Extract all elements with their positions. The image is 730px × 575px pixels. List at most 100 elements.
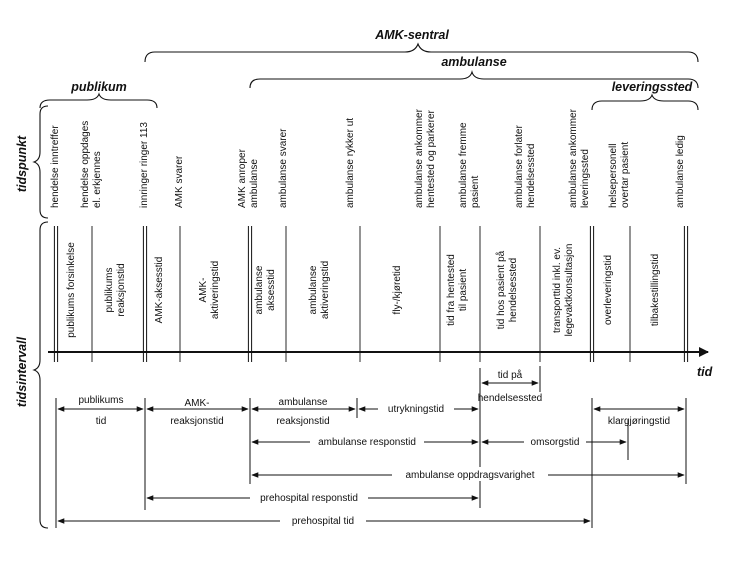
amk-reaksjonstid-label-line: AMK-: [185, 398, 210, 409]
ambulanse-reaksjonstid-label: reaksjonstid: [276, 416, 329, 427]
time-point-label-line: hendelse oppdages: [80, 121, 91, 208]
time-point-label-line: leveringssted: [580, 149, 591, 208]
interval-label-line: overleveringstid: [603, 255, 614, 325]
label-bg: [280, 513, 366, 527]
utrykningstid-label-line: utrykningstid: [388, 404, 444, 415]
prehospital-tid-label: prehospital tid: [292, 516, 354, 527]
ambulanse-reaksjonstid-label-line: ambulanse: [279, 397, 328, 408]
time-point-label-line: ambulanse: [249, 159, 260, 208]
interval-label: ambulanseaksesstid: [254, 265, 277, 314]
interval-label: transporttid inkl. ev.legevaktkonsultasj…: [552, 244, 575, 337]
interval-label-line: reaksjonstid: [116, 263, 127, 316]
time-point-label-line: ambulanse ankommer: [414, 108, 425, 208]
interval-label: ambulanseaktiveringstid: [308, 261, 331, 319]
omsorgstid-label: omsorgstid: [531, 437, 580, 448]
time-point-label-line: ambulanse ledig: [675, 135, 686, 208]
ambulanse-label: ambulanse: [441, 55, 506, 69]
interval-label: overleveringstid: [603, 255, 614, 325]
time-point-label: ambulanse rykker ut: [345, 118, 356, 208]
interval-label-line: til pasient: [458, 269, 469, 311]
time-point-label: ambulanse forlaterhendelsessted: [514, 125, 537, 208]
interval-label-line: aktiveringstid: [320, 261, 331, 319]
amk-sentral-brace: [144, 42, 699, 63]
amk-reaksjonstid-label-line: reaksjonstid: [170, 416, 223, 427]
interval-label: publikums forsinkelse: [66, 242, 77, 338]
interval-label: AMK-aksesstid: [154, 257, 165, 324]
interval-label-line: tilbakestillingstid: [650, 254, 661, 326]
omsorgstid-label-line: omsorgstid: [531, 437, 580, 448]
time-point-label-line: ambulanse svarer: [278, 128, 289, 208]
interval-label-line: tid fra hentested: [446, 254, 457, 326]
time-point-label: ambulanse ankommerhentested og parkerer: [414, 108, 437, 208]
interval-label-line: AMK-aksesstid: [154, 257, 165, 324]
amk-reaksjonstid-label: AMK-: [185, 398, 210, 409]
publikums-tid-label: publikums: [78, 395, 123, 406]
prehospital-responstid-label: prehospital responstid: [260, 493, 358, 504]
time-point-label-line: hentested og parkerer: [426, 109, 437, 208]
time-point-label-line: AMK anroper: [237, 148, 248, 208]
prehospital-responstid-label-line: prehospital responstid: [260, 493, 358, 504]
tid-pa-label: tid på: [498, 369, 523, 381]
utrykningstid-label: utrykningstid: [388, 404, 444, 415]
time-point-label-line: innringer ringer 113: [139, 122, 150, 208]
time-point-label-line: ambulanse forlater: [514, 125, 525, 208]
amk-sentral-label: AMK-sentral: [374, 28, 449, 42]
label-bg: [378, 401, 454, 415]
interval-label-line: tid hos pasient på: [495, 250, 507, 329]
interval-label-line: fly-/kjøretid: [392, 266, 403, 315]
interval-label-line: publikums forsinkelse: [66, 242, 77, 338]
leveringssted-brace: [591, 93, 699, 111]
tid-pa-label: hendelsessted: [478, 393, 543, 404]
time-point-label-line: hendelse inntreffer: [50, 125, 61, 208]
interval-label: AMK-aktiveringstid: [198, 261, 221, 319]
time-point-label-line: AMK svarer: [174, 155, 185, 208]
ambulanse-reaksjonstid-label-line: reaksjonstid: [276, 416, 329, 427]
time-point-label: helsepersonellovertar pasient: [608, 142, 631, 208]
tid-pa-label-line: hendelsessted: [478, 393, 543, 404]
publikums-tid-label: tid: [96, 416, 107, 427]
time-point-label-line: ambulanse rykker ut: [345, 118, 356, 208]
interval-label-line: hendelsessted: [508, 258, 519, 323]
ambulanse-brace: [249, 70, 699, 89]
tid-pa-label-line: tid på: [498, 369, 523, 381]
time-point-label-line: helsepersonell: [608, 144, 619, 209]
time-axis-label: tid: [697, 365, 713, 379]
interval-label: tid hos pasient påhendelsessted: [495, 250, 519, 329]
time-point-label: ambulanse fremmepasient: [458, 122, 481, 208]
klargjoringstid-label: klargjøringstid: [608, 416, 670, 427]
leveringssted-label: leveringssted: [612, 80, 693, 94]
time-point-label-line: hendelsessted: [526, 144, 537, 209]
time-point-label: ambulanse ledig: [675, 135, 686, 208]
ambulanse-oppdragsvarighet-label-line: ambulanse oppdragsvarighet: [406, 470, 535, 481]
interval-label-line: aktiveringstid: [210, 261, 221, 319]
label-bg: [524, 434, 586, 448]
interval-label-line: ambulanse: [254, 265, 265, 314]
time-point-label-line: ambulanse ankommer: [568, 108, 579, 208]
time-point-label-line: pasient: [470, 176, 481, 208]
tidspunkt-label: tidspunkt: [15, 135, 29, 192]
time-point-label: AMK svarer: [174, 155, 185, 208]
interval-label-line: transporttid inkl. ev.: [552, 247, 563, 333]
interval-label: publikumsreaksjonstid: [104, 263, 127, 316]
time-point-label: AMK anroperambulanse: [237, 148, 260, 208]
label-bg: [310, 434, 424, 448]
ambulanse-responstid-label: ambulanse responstid: [318, 437, 416, 448]
interval-label: tid fra hentestedtil pasient: [446, 254, 469, 326]
interval-label-line: legevaktkonsultasjon: [564, 244, 575, 337]
publikum-brace: [39, 92, 158, 109]
interval-label: fly-/kjøretid: [392, 266, 403, 315]
interval-label-line: publikums: [104, 267, 115, 312]
time-point-label: innringer ringer 113: [139, 122, 150, 208]
label-bg: [392, 467, 548, 481]
time-point-label: hendelse oppdagesel. erkjennes: [80, 121, 103, 208]
label-bg: [250, 490, 368, 504]
ambulanse-reaksjonstid-label: ambulanse: [279, 397, 328, 408]
interval-label: tilbakestillingstid: [650, 254, 661, 326]
ambulanse-oppdragsvarighet-label: ambulanse oppdragsvarighet: [406, 470, 535, 481]
publikums-tid-label-line: publikums: [78, 395, 123, 406]
interval-label-line: aksesstid: [266, 269, 277, 311]
amk-reaksjonstid-label: reaksjonstid: [170, 416, 223, 427]
tidspunkt-brace: [32, 105, 49, 219]
tidsintervall-label: tidsintervall: [15, 336, 29, 407]
